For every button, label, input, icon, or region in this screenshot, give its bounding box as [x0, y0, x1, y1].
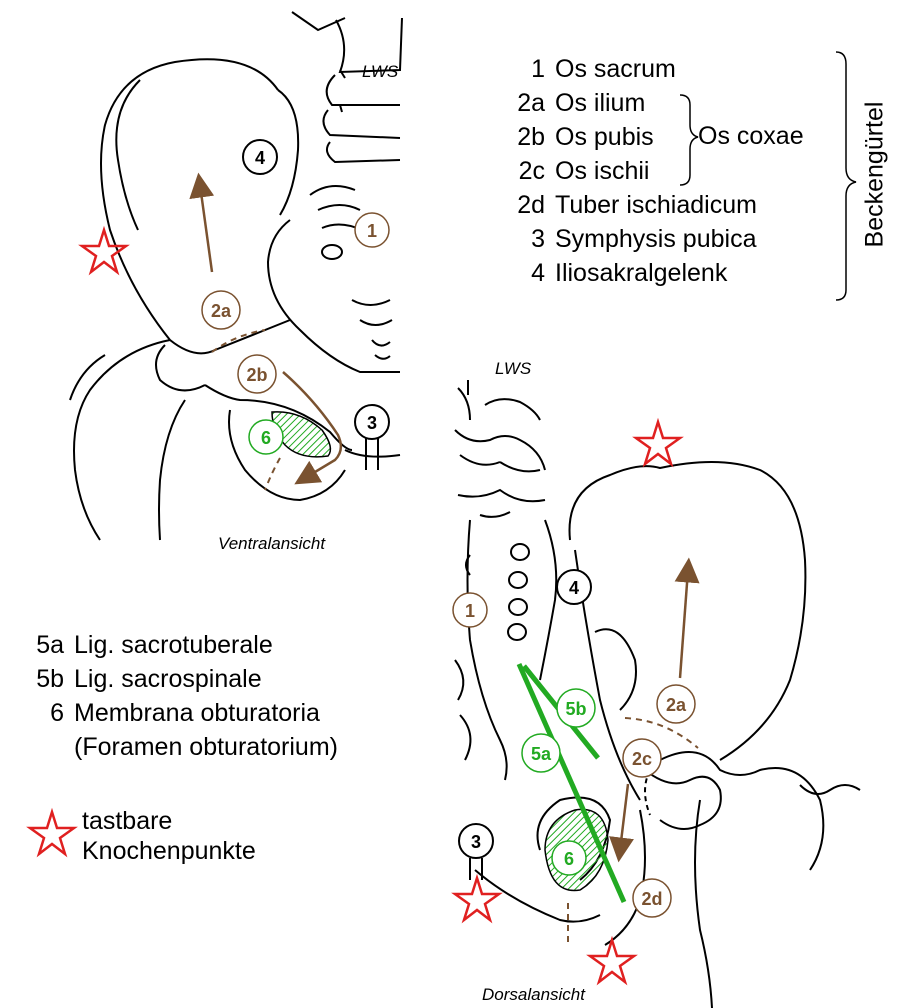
legend-num: 2a — [505, 86, 545, 120]
legend-num — [28, 730, 64, 764]
os-coxae-label: Os coxae — [698, 122, 804, 151]
marker-4-dorsal-label: 4 — [569, 578, 579, 598]
star-legend-icon — [30, 812, 74, 854]
star-legend-text: tastbare Knochenpunkte — [82, 806, 256, 866]
palpable-point-star-ventral — [82, 230, 126, 272]
marker-2a-ventral: 2a — [202, 291, 240, 329]
ligament-legend: 5a Lig. sacrotuberale 5b Lig. sacrospinale… — [28, 628, 338, 764]
palpable-point-star-iliac-crest — [636, 422, 680, 464]
marker-3-ventral: 3 — [355, 405, 389, 439]
marker-6-dorsal-label: 6 — [564, 849, 574, 869]
marker-2d-dorsal: 2d — [633, 879, 671, 917]
marker-3-dorsal-label: 3 — [471, 832, 481, 852]
sacrum-outline-dorsal — [468, 520, 507, 780]
femur-outline-ventral — [74, 340, 185, 540]
legend-row-6: 6 Membrana obturatoria — [28, 696, 338, 730]
legend-label: Os ilium — [555, 86, 645, 120]
marker-2a-dorsal-label: 2a — [666, 695, 687, 715]
legend-num: 2d — [505, 188, 545, 222]
legend-num: 4 — [505, 256, 545, 290]
marker-2c-dorsal-label: 2c — [632, 749, 652, 769]
legend-num: 6 — [28, 696, 64, 730]
palpable-point-star-ischial-tuberosity — [590, 940, 634, 982]
bone-legend: 1 Os sacrum 2a Os ilium 2b Os pubis 2c Os is… — [505, 52, 757, 290]
ischium-arrow-dorsal — [620, 784, 628, 850]
legend-row-2a: 2a Os ilium — [505, 86, 757, 120]
marker-6-ventral-label: 6 — [261, 428, 271, 448]
legend-row-2d: 2d Tuber ischiadicum — [505, 188, 757, 222]
legend-row-1: 1 Os sacrum — [505, 52, 757, 86]
legend-num: 1 — [505, 52, 545, 86]
beckenguertel-bracket — [836, 52, 856, 300]
legend-label: Os pubis — [555, 120, 654, 154]
legend-label: Membrana obturatoria — [74, 696, 320, 730]
ilium-arrow-dorsal — [680, 570, 688, 678]
legend-row-2c: 2c Os ischii — [505, 154, 757, 188]
legend-label: Lig. sacrotuberale — [74, 628, 273, 662]
marker-2d-dorsal-label: 2d — [641, 889, 662, 909]
marker-4-ventral-label: 4 — [255, 148, 265, 168]
legend-label: Iliosakralgelenk — [555, 256, 727, 290]
marker-1-ventral: 1 — [355, 213, 389, 247]
legend-num: 2c — [505, 154, 545, 188]
lumbar-spine-ventral — [292, 12, 402, 162]
caption-ventral: Ventralansicht — [218, 534, 326, 553]
legend-num: 5b — [28, 662, 64, 696]
ventral-pelvis-drawing — [70, 12, 402, 540]
spine-label-ventral: LWS — [362, 62, 399, 81]
marker-5b-dorsal: 5b — [557, 689, 595, 727]
legend-row-5a: 5a Lig. sacrotuberale — [28, 628, 338, 662]
legend-row-5b: 5b Lig. sacrospinale — [28, 662, 338, 696]
marker-1-ventral-label: 1 — [367, 221, 377, 241]
legend-row-3: 3 Symphysis pubica — [505, 222, 757, 256]
marker-2b-ventral: 2b — [238, 355, 276, 393]
marker-2a-dorsal: 2a — [657, 685, 695, 723]
marker-4-ventral: 4 — [243, 140, 277, 174]
femur-outline-dorsal — [660, 752, 823, 1008]
pubis-ischium-border-ventral — [265, 458, 280, 490]
legend-row-6-sub: (Foramen obturatorium) — [28, 730, 338, 764]
legend-num: 3 — [505, 222, 545, 256]
marker-1-dorsal: 1 — [453, 593, 487, 627]
marker-6-dorsal: 6 — [552, 841, 586, 875]
legend-label: Symphysis pubica — [555, 222, 756, 256]
legend-label: Lig. sacrospinale — [74, 662, 262, 696]
legend-num: 2b — [505, 120, 545, 154]
lumbar-spine-dorsal — [455, 380, 545, 517]
marker-3-ventral-label: 3 — [367, 413, 377, 433]
marker-5a-dorsal: 5a — [522, 734, 560, 772]
star-legend-line1: tastbare — [82, 806, 256, 836]
marker-6-ventral: 6 — [249, 420, 283, 454]
legend-label: Os sacrum — [555, 52, 676, 86]
legend-label: (Foramen obturatorium) — [74, 730, 338, 764]
marker-5b-dorsal-label: 5b — [565, 699, 586, 719]
legend-row-4: 4 Iliosakralgelenk — [505, 256, 757, 290]
spine-label-dorsal: LWS — [495, 359, 532, 378]
ilium-arrow-ventral — [200, 185, 212, 272]
marker-4-dorsal: 4 — [557, 570, 591, 604]
legend-label: Os ischii — [555, 154, 649, 188]
marker-2b-ventral-label: 2b — [246, 365, 267, 385]
legend-num: 5a — [28, 628, 64, 662]
beckenguertel-label: Beckengürtel — [861, 100, 890, 250]
marker-5a-dorsal-label: 5a — [531, 744, 552, 764]
marker-2a-ventral-label: 2a — [211, 301, 232, 321]
marker-1-dorsal-label: 1 — [465, 601, 475, 621]
star-legend-line2: Knochenpunkte — [82, 836, 256, 866]
legend-label: Tuber ischiadicum — [555, 188, 757, 222]
marker-2c-dorsal: 2c — [623, 739, 661, 777]
caption-dorsal: Dorsalansicht — [482, 985, 586, 1004]
